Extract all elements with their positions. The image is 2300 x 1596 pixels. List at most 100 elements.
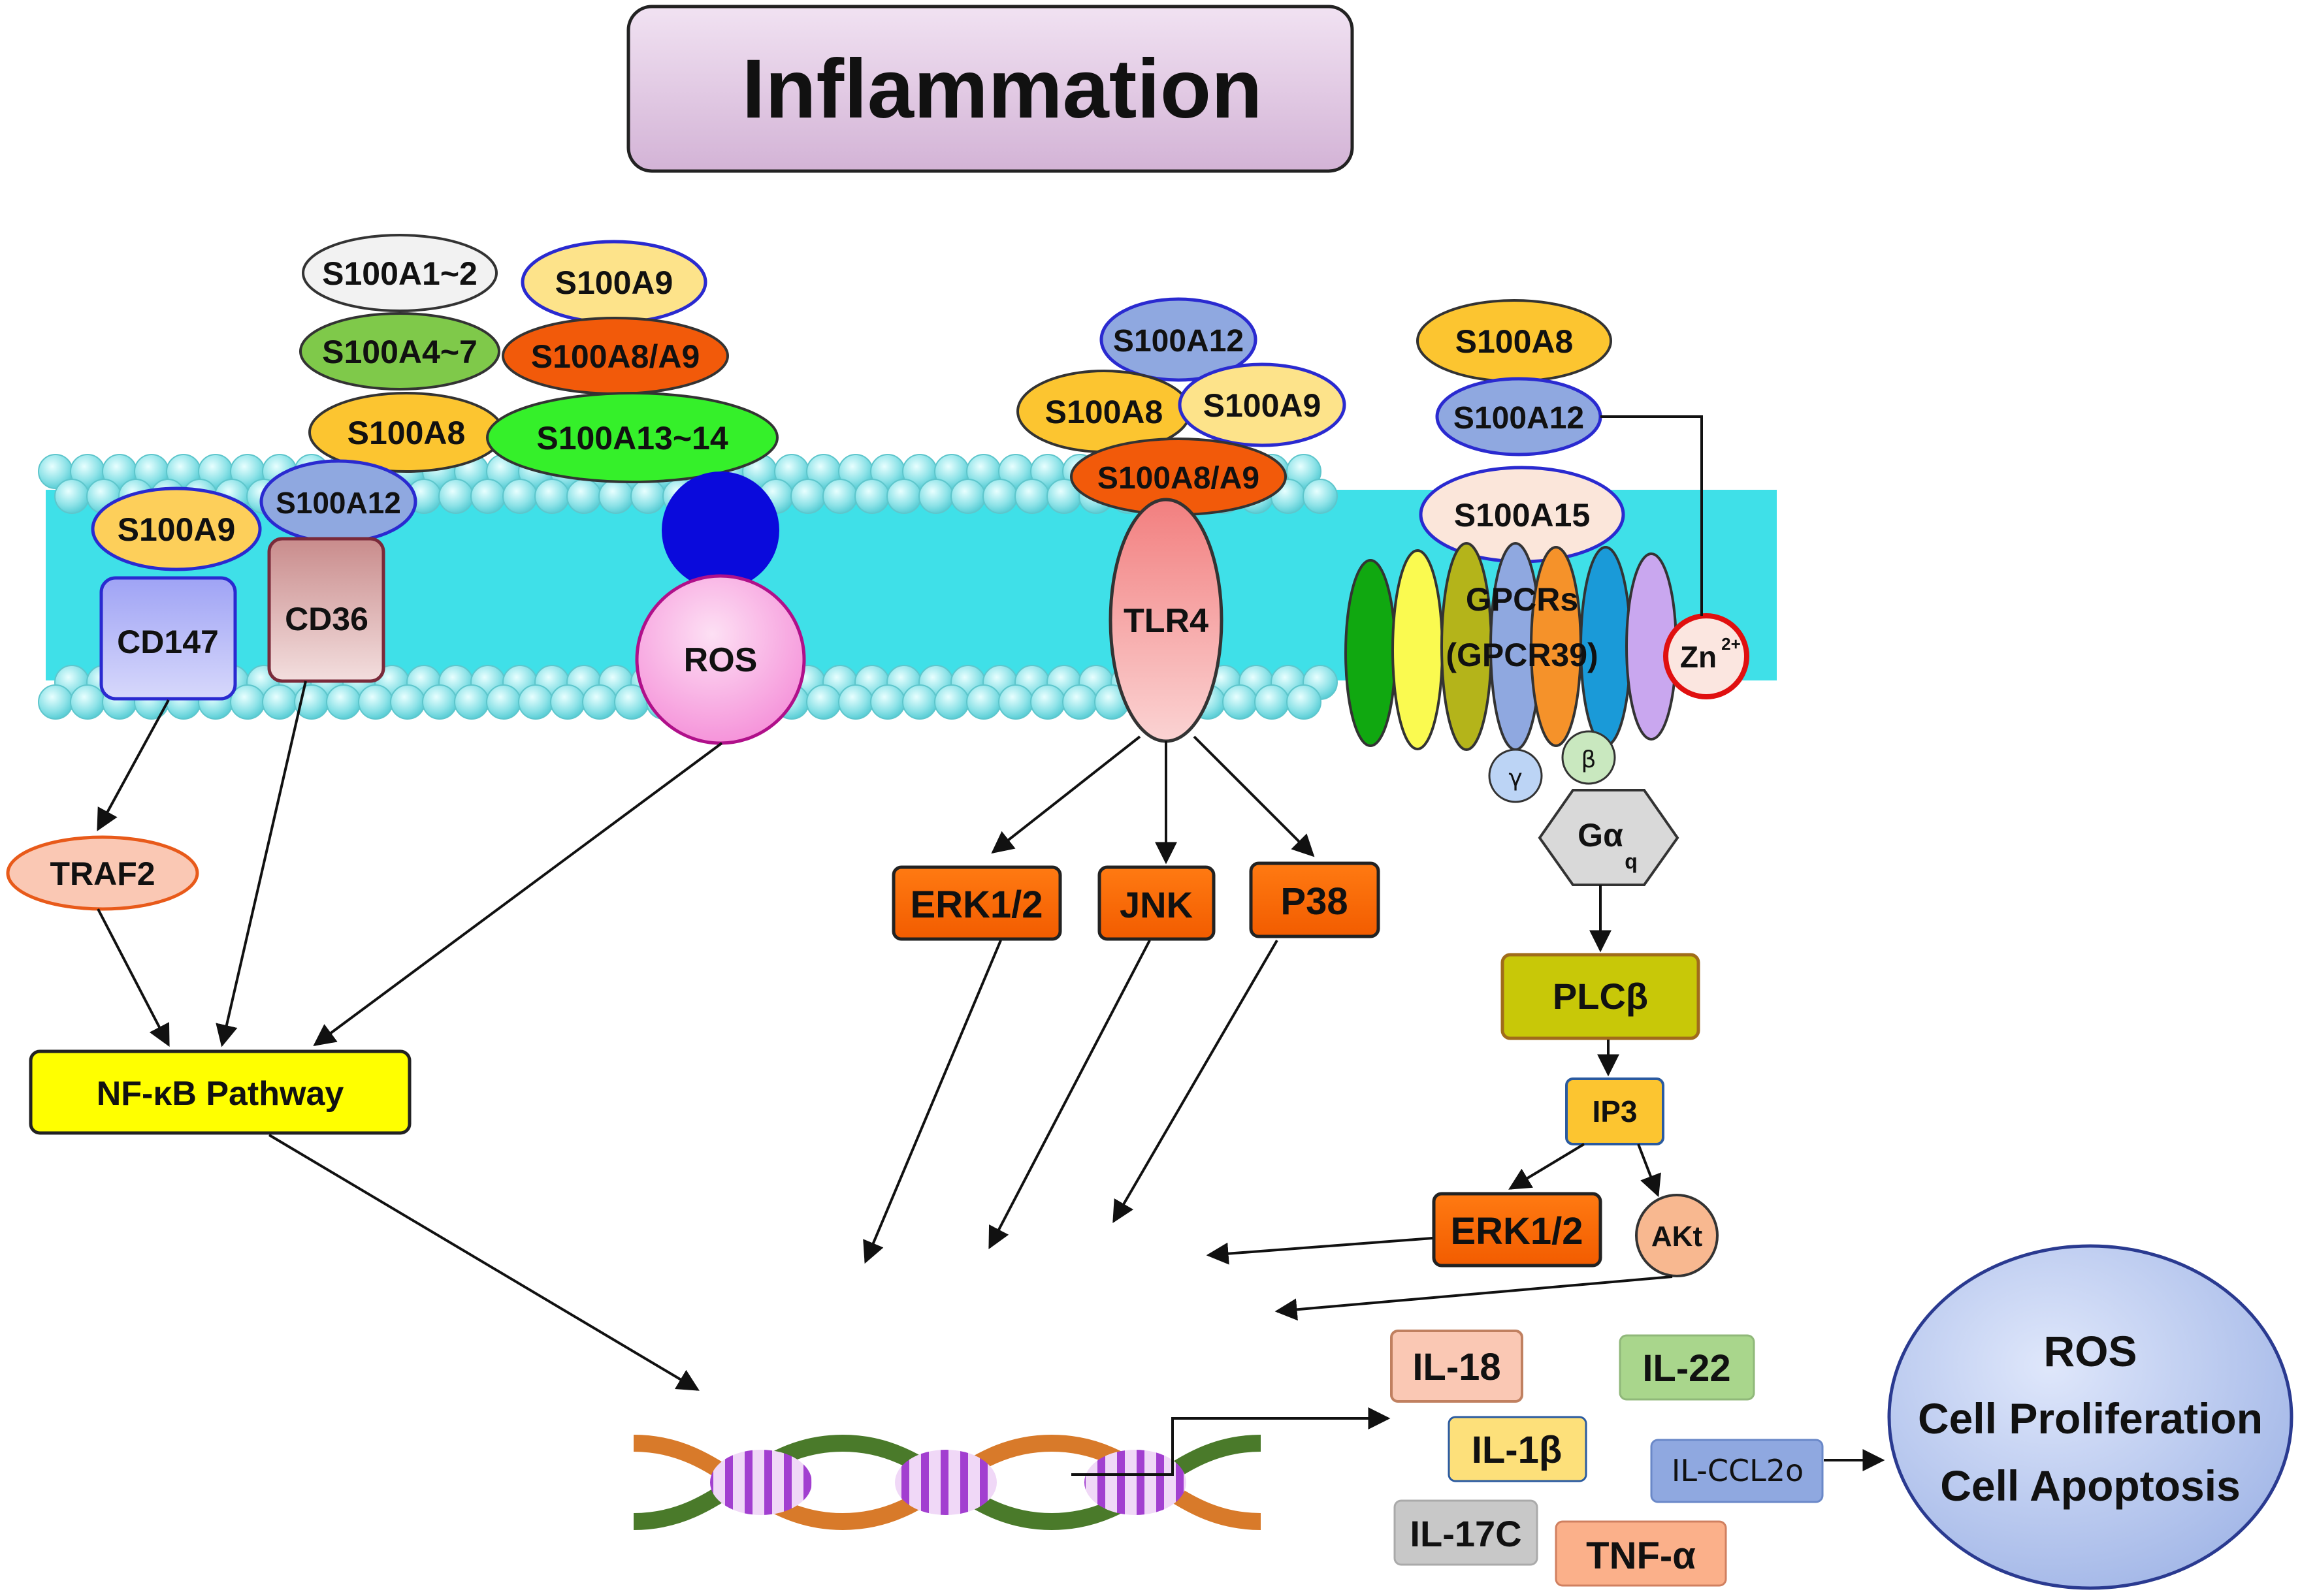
akt-label: AKt [1651, 1221, 1703, 1253]
membrane-bead [38, 684, 73, 720]
akt-node: AKt [1635, 1194, 1719, 1277]
erk-right-label: ERK1/2 [1450, 1210, 1583, 1253]
membrane-bead [390, 684, 425, 720]
ligand-s100a12-right: S100A12 [1453, 401, 1584, 436]
page-title: Inflammation [742, 42, 1263, 136]
membrane-bead [982, 479, 1018, 514]
cytokine-il18: IL-18 [1390, 1330, 1523, 1403]
ligand-s100a9-top: S100A9 [555, 264, 673, 301]
traf2-node: TRAF2 [6, 835, 199, 911]
erk-mid-node: ERK1/2 [892, 865, 1062, 941]
arrow-cd36-nfkb [216, 680, 307, 1047]
tlr4-label: TLR4 [1124, 602, 1208, 640]
arrows [97, 680, 1885, 1471]
membrane-bead [518, 684, 553, 720]
plcb-node: PLCβ [1500, 953, 1700, 1040]
membrane-bead [934, 684, 969, 720]
jnk-node: JNK [1097, 865, 1216, 941]
p38-label: P38 [1280, 880, 1348, 923]
ligand-s100a8-right: S100A8 [1455, 323, 1574, 360]
ligand-s100a4-7: S100A4~7 [322, 334, 478, 370]
ligand-s100a1-2: S100A1~2 [322, 255, 478, 292]
arrow-tlr4-erk [991, 735, 1141, 854]
membrane-bead [806, 684, 841, 720]
arrow-p38-dna [1112, 939, 1278, 1223]
membrane-bead [454, 684, 489, 720]
membrane-bead [838, 684, 873, 720]
cytokine-il1b: IL-1β [1448, 1416, 1587, 1482]
membrane-bead [422, 684, 457, 720]
membrane-bead [550, 684, 585, 720]
erk-right-node: ERK1/2 [1432, 1192, 1602, 1268]
left-ligand-cluster: S100A1~2 S100A9 S100A4~7 S100A8/A9 S100A… [91, 234, 779, 571]
membrane-bead [326, 684, 361, 720]
ligand-s100a9-mid: S100A9 [1203, 387, 1321, 424]
arrow-erk-right-dna [1206, 1237, 1433, 1265]
membrane-bead [502, 479, 538, 514]
il18-label: IL-18 [1412, 1346, 1500, 1388]
ligand-s100a15-right: S100A15 [1454, 497, 1591, 534]
outcome-line1: ROS [2043, 1327, 2137, 1375]
membrane-bead [902, 684, 937, 720]
membrane-bead [1222, 684, 1257, 720]
cd36-receptor: CD36 [267, 537, 385, 683]
ligand-s100a9-left: S100A9 [118, 511, 236, 548]
cytokine-ccl20: IL-CCL2o [1650, 1439, 1824, 1503]
arrow-tlr4-p38 [1193, 735, 1315, 857]
g-beta-label: β [1581, 746, 1596, 773]
ligand-s100a12-mid: S100A12 [1113, 324, 1244, 359]
ligand-s100a8-mid: S100A8 [1045, 394, 1163, 430]
membrane-bead [918, 479, 954, 514]
tlr4-complex: S100A12 S100A8 S100A9 S100A8/A9 TLR4 [1016, 297, 1346, 743]
ros-label: ROS [684, 641, 758, 679]
membrane-bead [822, 479, 858, 514]
membrane-bead [1254, 684, 1289, 720]
nfkb-label: NF-κB Pathway [97, 1075, 344, 1113]
ip3-label: IP3 [1592, 1094, 1637, 1128]
membrane-bead [582, 684, 617, 720]
membrane-bead [790, 479, 826, 514]
plcb-label: PLCβ [1553, 976, 1648, 1017]
ros-receptor: ROS [635, 471, 806, 745]
cd36-label: CD36 [285, 601, 368, 637]
membrane-bead [1014, 479, 1050, 514]
title-box: Inflammation [626, 5, 1354, 173]
arrow-traf2-nfkb [97, 908, 170, 1047]
erk-mid-label: ERK1/2 [910, 884, 1043, 926]
gpcr-label-1: GPCRs [1466, 581, 1578, 618]
membrane-bead [598, 479, 634, 514]
membrane-bead [438, 479, 474, 514]
ligand-s100a8-left: S100A8 [348, 415, 466, 451]
gpcr-label-2: (GPCR39) [1446, 637, 1598, 673]
membrane-bead [950, 479, 986, 514]
arrow-ip3-akt [1637, 1143, 1661, 1198]
p38-node: P38 [1249, 861, 1380, 938]
membrane-bead [566, 479, 602, 514]
ccl20-label: IL-CCL2o [1672, 1453, 1804, 1488]
ligand-s100a12-left: S100A12 [276, 486, 401, 520]
cytokine-il17c: IL-17C [1393, 1499, 1538, 1566]
membrane-bead [70, 684, 105, 720]
membrane-bead [886, 479, 922, 514]
zn-charge: 2+ [1721, 634, 1741, 654]
dna-helix [633, 1407, 1391, 1531]
membrane-bead [262, 684, 297, 720]
zn-label: Zn [1680, 640, 1717, 674]
outcome-ellipse: ROS Cell Proliferation Cell Apoptosis [1887, 1244, 2293, 1590]
il1b-label: IL-1β [1472, 1429, 1563, 1471]
cd147-receptor: CD147 [99, 576, 237, 701]
membrane-bead [470, 479, 506, 514]
membrane-bead [870, 684, 905, 720]
membrane-bead [1303, 479, 1338, 514]
membrane-bead [854, 479, 890, 514]
arrow-akt-dna [1274, 1275, 1673, 1321]
ligand-s100a8a9-top: S100A8/A9 [531, 338, 700, 375]
traf2-label: TRAF2 [50, 855, 155, 892]
outcome-line3: Cell Apoptosis [1940, 1461, 2241, 1510]
tnfa-label: TNF-α [1586, 1535, 1696, 1577]
gpcr-complex: S100A8 S100A12 S100A15 GPCRs (GPCR39) Zn… [1344, 299, 1749, 886]
nfkb-node: NF-κB Pathway [29, 1049, 412, 1135]
outcome-line2: Cell Proliferation [1918, 1394, 2263, 1443]
arrow-jnk-dna [988, 940, 1151, 1250]
